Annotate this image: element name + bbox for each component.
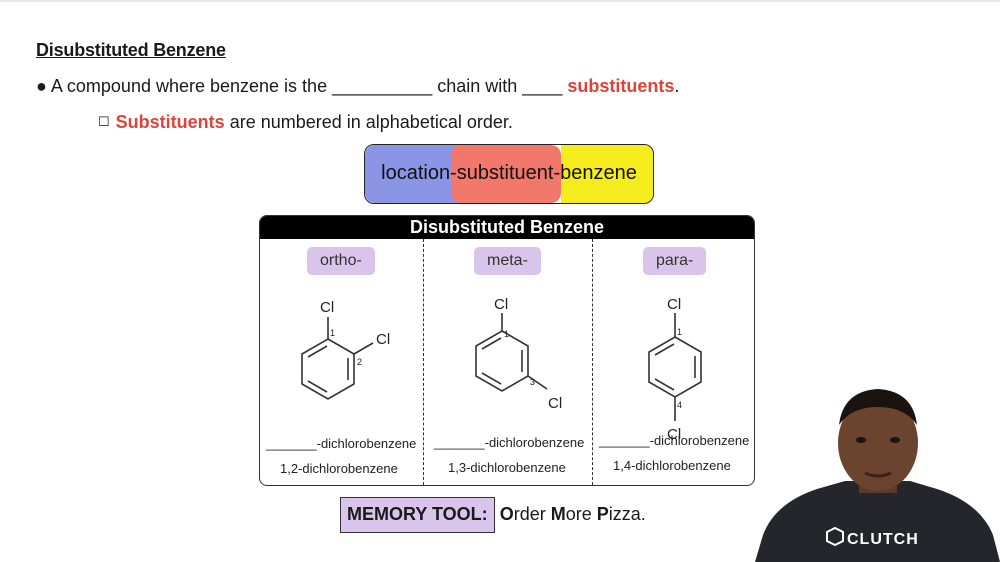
naming-formula-text: location-substituent-benzene [381,162,637,184]
para-cl1-label: Cl [667,296,681,313]
column-divider [423,239,424,485]
presenter-head [838,395,918,491]
bullet2-keyword: Substituents [115,112,225,132]
meta-dichlorobenzene-structure: Cl Cl 1 3 [475,296,562,412]
ortho-column: ortho- Cl Cl 1 2 _______-dichlorobenzene… [260,239,423,485]
ortho-cl1-label: Cl [320,299,334,316]
mnemonic-pizza-rest: izza. [608,504,646,524]
para-blank: _______-dichlorobenzene [599,433,750,448]
clutch-logo-text: CLUTCH [847,531,919,548]
clutch-logo-icon [826,526,844,547]
mnemonic-more-rest: ore [565,504,597,524]
bullet1-blank1: __________ [332,76,433,96]
presenter-hair [839,389,917,425]
disubstituted-benzene-panel: Disubstituted Benzene ortho- Cl Cl 1 2 _… [259,215,755,486]
bullet1-prefix: A compound where benzene is the [50,76,328,96]
top-border [0,0,1000,2]
memory-tool: MEMORY TOOL: Order More Pizza. [340,496,646,533]
ortho-answer: 1,2-dichlorobenzene [280,461,398,476]
column-divider [592,239,593,485]
square-bullet-icon: ☐ [98,114,110,129]
presenter-shirt [755,481,1000,562]
meta-pos3-label: 3 [530,377,535,387]
naming-formula-box: location-substituent-benzene [364,144,654,204]
meta-column: meta- Cl Cl 1 3 _______-dichlorobenzene … [424,239,592,485]
para-pos1-label: 1 [677,327,682,337]
benzene-segment [561,145,653,203]
meta-blank: _______-dichlorobenzene [434,435,585,450]
substituent-segment [451,145,561,203]
meta-tag: meta- [474,247,541,275]
meta-cl2-label: Cl [548,395,562,412]
bullet-dot-icon: ● [36,76,47,96]
meta-cl1-label: Cl [494,296,508,313]
para-pos4-label: 4 [677,400,682,410]
bullet2-rest: are numbered in alphabetical order. [229,112,513,132]
bullet1-blank2: ____ [522,76,563,96]
ortho-pos1-label: 1 [330,328,335,338]
ortho-blank: _______-dichlorobenzene [266,436,417,451]
meta-pos1-label: 1 [504,329,509,339]
para-dichlorobenzene-structure: Cl Cl 1 4 [648,296,702,443]
mnemonic-o: O [499,504,514,524]
mnemonic-p: P [596,504,609,524]
ortho-cl2-label: Cl [376,331,390,348]
mnemonic-m: M [550,504,566,524]
bullet-subpoint: ☐ Substituents are numbered in alphabetic… [98,112,513,133]
location-segment [365,145,460,203]
ortho-pos2-label: 2 [357,357,362,367]
meta-answer: 1,3-dichlorobenzene [448,460,566,475]
ortho-tag: ortho- [307,247,375,275]
memory-mnemonic: Order More Pizza. [500,504,646,524]
bullet1-keyword: substituents [567,76,675,96]
bullet1-mid: chain with [437,76,518,96]
bullet1-end: . [674,76,680,96]
bullet-definition: ● A compound where benzene is the ______… [36,76,679,97]
para-answer: 1,4-dichlorobenzene [613,458,731,473]
panel-title: Disubstituted Benzene [260,216,754,239]
memory-tool-label: MEMORY TOOL: [340,497,495,533]
ortho-dichlorobenzene-structure: Cl Cl 1 2 [301,299,390,400]
page-title: Disubstituted Benzene [36,40,226,60]
para-column: para- Cl Cl 1 4 _______-dichlorobenzene … [593,239,754,485]
para-cl2-label: Cl [667,426,681,443]
mnemonic-order-rest: rder [513,504,551,524]
presenter-video: CLUTCH [755,389,1000,562]
para-tag: para- [643,247,707,275]
